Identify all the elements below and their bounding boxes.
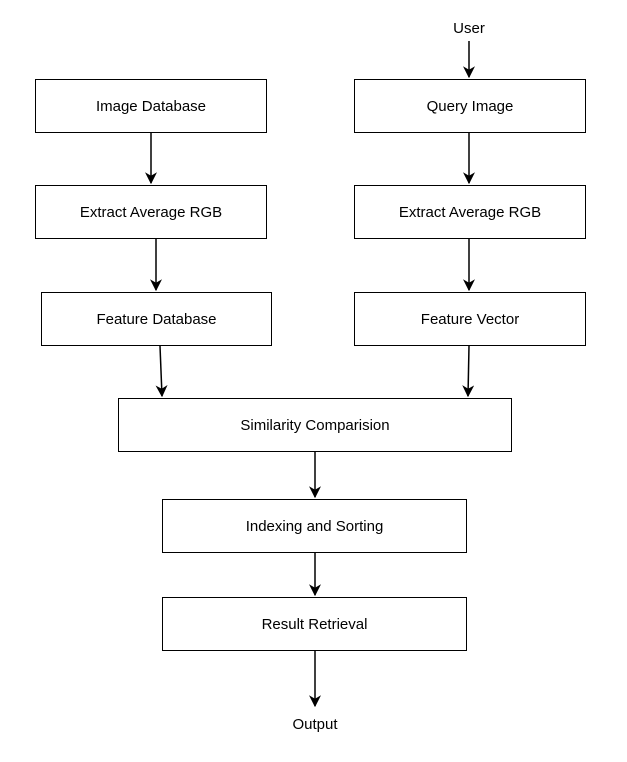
feature-database-label: Feature Database xyxy=(96,310,217,328)
query-image-node: Query Image xyxy=(354,79,586,133)
similarity-comparision-node: Similarity Comparision xyxy=(118,398,512,452)
user-label: User xyxy=(453,20,485,37)
image-database-label: Image Database xyxy=(95,97,207,115)
result-retrieval-node: Result Retrieval xyxy=(162,597,467,651)
arrow-featdb-to-similarity xyxy=(155,345,168,398)
result-retrieval-label: Result Retrieval xyxy=(261,615,368,633)
similarity-comparision-label: Similarity Comparision xyxy=(240,416,390,434)
indexing-and-sorting-label: Indexing and Sorting xyxy=(245,517,384,535)
extract-average-rgb-right-label: Extract Average RGB xyxy=(398,203,542,221)
extract-average-rgb-left-node: Extract Average RGB xyxy=(35,185,267,239)
image-database-node: Image Database xyxy=(35,79,267,133)
indexing-and-sorting-node: Indexing and Sorting xyxy=(162,499,467,553)
query-image-label: Query Image xyxy=(426,97,514,115)
output-label: Output xyxy=(292,716,338,733)
extract-average-rgb-right-node: Extract Average RGB xyxy=(354,185,586,239)
feature-vector-node: Feature Vector xyxy=(354,292,586,346)
extract-average-rgb-left-label: Extract Average RGB xyxy=(79,203,223,221)
arrow-featvec-to-similarity xyxy=(462,345,475,398)
feature-vector-label: Feature Vector xyxy=(420,310,520,328)
feature-database-node: Feature Database xyxy=(41,292,272,346)
